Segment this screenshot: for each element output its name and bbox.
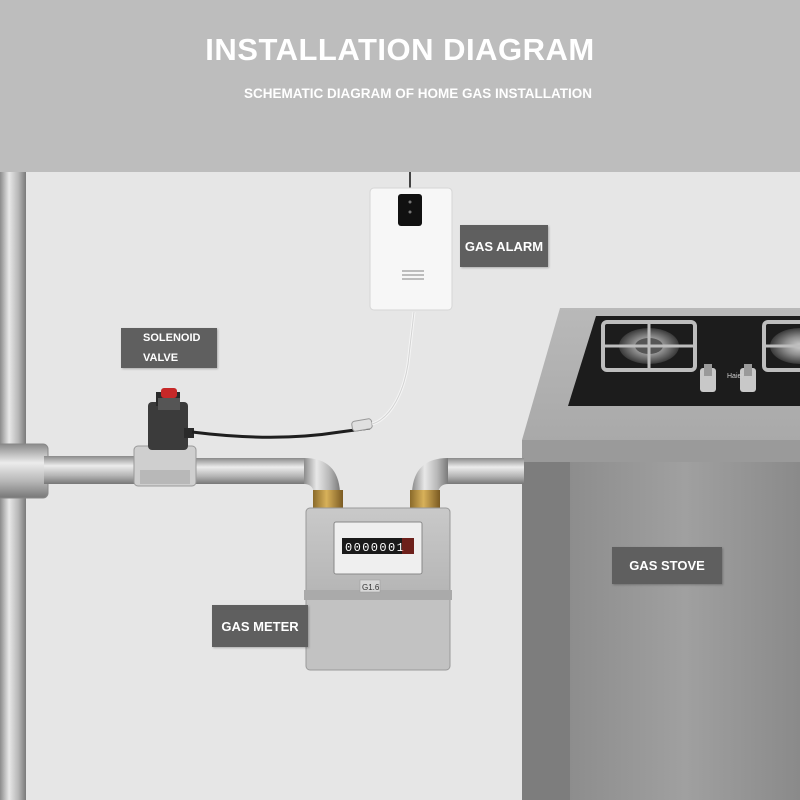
stove-brand: Haier	[727, 373, 744, 380]
gas-alarm-device	[369, 172, 453, 311]
burner-right	[762, 320, 800, 372]
meter-outlet-coupling	[410, 490, 440, 512]
label-gas-alarm: GAS ALARM	[460, 225, 548, 267]
stove-supply-pipe	[448, 458, 524, 484]
valve-to-meter-pipe	[190, 458, 304, 484]
burner-left	[601, 320, 697, 372]
gas-stove: Haier	[522, 308, 800, 800]
meter-model: G1.6	[362, 583, 380, 592]
page-title: INSTALLATION DIAGRAM	[205, 32, 595, 67]
valve-reset-button	[161, 388, 177, 398]
supply-pipe	[44, 456, 144, 484]
header-banner	[0, 0, 800, 172]
valve-cable	[191, 426, 371, 439]
label-gas-meter-text: GAS METER	[221, 618, 299, 634]
label-solenoid-line2: VALVE	[143, 352, 179, 364]
meter-inlet-coupling	[313, 490, 343, 512]
page-subtitle: SCHEMATIC DIAGRAM OF HOME GAS INSTALLATI…	[244, 86, 592, 101]
countertop-edge	[522, 440, 800, 462]
meter-inlet-elbow	[304, 458, 340, 492]
label-solenoid-line1: SOLENOID	[143, 332, 201, 344]
gas-meter: 0000001 G1.6	[304, 507, 452, 671]
meter-counter	[342, 538, 414, 554]
solenoid-valve	[133, 388, 197, 487]
cabinet-front	[570, 462, 800, 800]
meter-reading: 0000001	[345, 541, 405, 555]
label-solenoid-valve: SOLENOID VALVE	[121, 328, 217, 368]
label-gas-meter: GAS METER	[212, 605, 308, 647]
tee-fitting	[0, 444, 48, 498]
cabinet-side	[522, 462, 570, 800]
label-gas-stove-text: GAS STOVE	[629, 558, 705, 573]
meter-outlet-elbow	[412, 458, 448, 492]
label-gas-alarm-text: GAS ALARM	[464, 238, 544, 254]
label-gas-stove: GAS STOVE	[612, 547, 722, 584]
alarm-display	[398, 194, 422, 226]
alarm-speaker-grille	[402, 270, 424, 280]
valve-actuator	[148, 402, 188, 450]
